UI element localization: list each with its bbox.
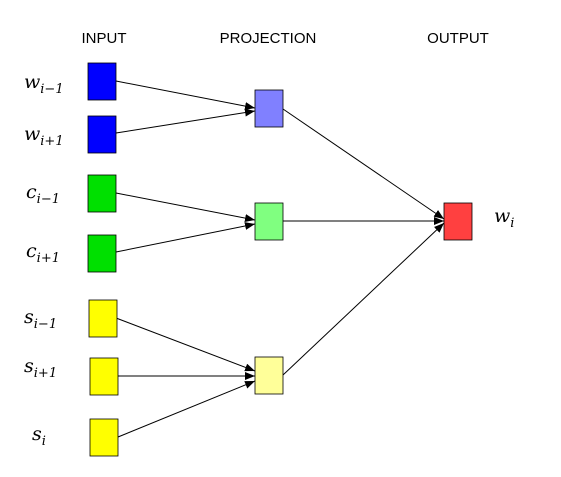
output-label: wi: [494, 205, 514, 231]
input-box-s-prev: [88, 299, 118, 338]
projection-box-word: [254, 89, 284, 128]
input-label-w-prev: wi−1: [24, 71, 64, 97]
input-label-s-current: si: [32, 423, 46, 449]
edge-c-next-to-projection: [115, 222, 256, 253]
edge-projection-sense-to-output: [282, 222, 445, 376]
edge-s-prev-to-projection: [115, 317, 256, 372]
projection-box-sense: [254, 356, 284, 395]
input-label-c-next: ci+1: [26, 240, 60, 266]
output-box: [443, 202, 473, 241]
input-label-s-prev: si−1: [24, 306, 57, 332]
input-label-s-next: si+1: [24, 355, 57, 381]
input-box-c-prev: [87, 174, 117, 213]
input-label-w-next: wi+1: [24, 123, 64, 149]
input-box-w-prev: [87, 62, 117, 101]
projection-header: PROJECTION: [220, 30, 317, 47]
input-label-c-prev: ci−1: [26, 181, 60, 207]
input-box-c-next: [87, 234, 117, 273]
input-header: INPUT: [82, 30, 127, 47]
edge-projection-word-to-output: [282, 108, 445, 220]
projection-box-class: [254, 202, 284, 241]
edge-w-next-to-projection: [115, 108, 256, 134]
edge-w-prev-to-projection: [115, 80, 256, 111]
input-box-w-next: [87, 115, 117, 154]
edge-s-current-to-projection: [117, 380, 256, 438]
output-header: OUTPUT: [427, 30, 489, 47]
input-box-s-next: [89, 357, 119, 396]
edge-c-prev-to-projection: [115, 192, 256, 223]
input-box-s-current: [89, 418, 119, 457]
